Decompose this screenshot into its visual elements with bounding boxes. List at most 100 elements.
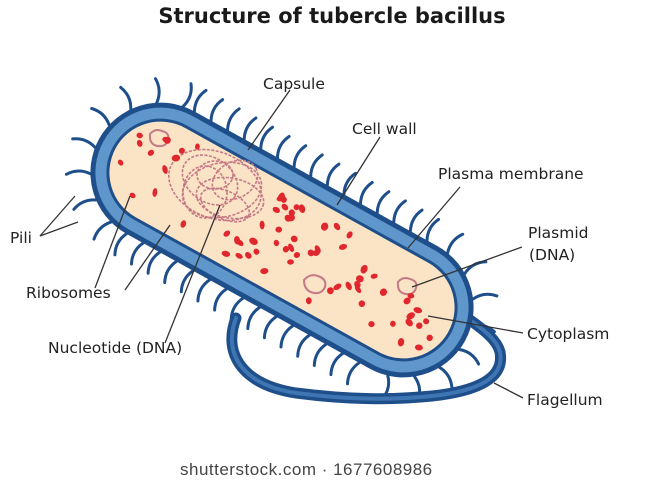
ribosome <box>307 249 315 257</box>
ribosomes <box>117 132 433 351</box>
ribosomes-leader-2 <box>124 224 171 291</box>
pilus <box>392 199 407 224</box>
ribosome <box>405 318 413 327</box>
ribosome <box>368 321 375 328</box>
pilus <box>309 153 324 178</box>
pili <box>64 77 499 402</box>
ribosome <box>360 264 368 274</box>
pilus <box>179 269 195 294</box>
ribosome <box>234 236 241 245</box>
ribosomes-leader-1 <box>94 195 131 289</box>
pilus <box>130 241 145 266</box>
ribosome <box>406 312 415 320</box>
watermark: shutterstock.com · 1677608986 <box>180 460 433 479</box>
ribosome <box>390 320 396 327</box>
pilus <box>446 232 465 255</box>
pilus <box>71 137 97 149</box>
label-cytoplasm: Cytoplasm <box>527 325 609 343</box>
pilus <box>92 220 113 241</box>
pilus <box>246 306 261 330</box>
ribosome <box>272 206 280 213</box>
ribosome <box>326 287 334 295</box>
pilus <box>312 342 328 367</box>
ribosome <box>354 285 362 294</box>
pilus <box>329 352 344 377</box>
pilus <box>196 278 212 303</box>
ribosome <box>287 259 294 265</box>
ribosome <box>288 243 295 252</box>
label-flagellum: Flagellum <box>527 391 603 409</box>
ribosome <box>293 204 300 211</box>
ribosome <box>277 192 285 202</box>
ribosome <box>152 188 158 197</box>
label-plasmid: Plasmid <box>528 224 588 242</box>
cell-wall-leader <box>336 136 381 206</box>
pilus <box>163 260 178 284</box>
ribosome <box>117 159 124 166</box>
ribosome <box>290 235 298 243</box>
pilus <box>408 208 424 233</box>
ribosome <box>180 220 187 228</box>
ribosome <box>259 220 265 230</box>
pili-leader-2 <box>39 221 79 237</box>
ribosome <box>414 344 423 351</box>
pilus <box>119 85 133 111</box>
plasma-membrane-leader <box>407 186 461 249</box>
pilus <box>226 107 241 132</box>
ribosome <box>136 139 143 147</box>
cytoplasm <box>109 121 455 359</box>
cytoplasm-leader <box>427 315 524 334</box>
pilus <box>359 181 374 205</box>
ribosome <box>162 165 168 174</box>
ribosome <box>397 338 405 347</box>
pilus <box>242 116 258 141</box>
ribosome <box>314 245 321 254</box>
ribosome <box>249 237 258 246</box>
pilus <box>259 125 274 150</box>
pilus <box>154 77 161 105</box>
ribosome <box>221 250 231 257</box>
ribosome <box>423 318 430 325</box>
pilus <box>438 365 454 390</box>
ribosome <box>194 143 200 150</box>
ribosome <box>345 281 352 291</box>
pilus <box>375 190 391 215</box>
nucleotide-leader <box>164 204 221 344</box>
ribosome <box>298 204 306 214</box>
pilus <box>458 348 481 366</box>
ribosome <box>346 231 353 239</box>
ribosome <box>275 226 282 233</box>
pilus <box>213 287 228 312</box>
ribosome <box>379 288 388 296</box>
pilus <box>292 144 308 169</box>
label-capsule: Capsule <box>263 75 325 93</box>
ribosome <box>171 154 181 162</box>
ribosome <box>147 149 155 156</box>
ribosome <box>358 300 366 308</box>
pilus <box>181 82 193 108</box>
label-plasma-membrane: Plasma membrane <box>438 165 584 183</box>
ribosome <box>407 293 415 299</box>
ribosome <box>178 147 185 154</box>
label-nucleotide: Nucleotide (DNA) <box>48 339 182 357</box>
ribosome <box>287 214 295 222</box>
pilus <box>425 217 441 242</box>
ribosome <box>333 283 342 291</box>
pilus <box>279 324 295 349</box>
ribosome <box>136 132 143 139</box>
ribosome <box>235 253 243 259</box>
pilus <box>342 171 358 196</box>
pilus <box>64 169 92 176</box>
ribosome <box>426 334 433 341</box>
ribosome <box>320 222 329 231</box>
pilus <box>296 333 311 358</box>
label-plasmid-dna: (DNA) <box>529 246 575 264</box>
ribosome <box>305 297 312 305</box>
ribosome <box>281 203 289 211</box>
ribosome <box>293 252 301 258</box>
label-pili: Pili <box>10 229 32 247</box>
ribosome <box>253 248 260 255</box>
capsule-leader <box>247 89 291 151</box>
ribosome <box>370 273 378 279</box>
